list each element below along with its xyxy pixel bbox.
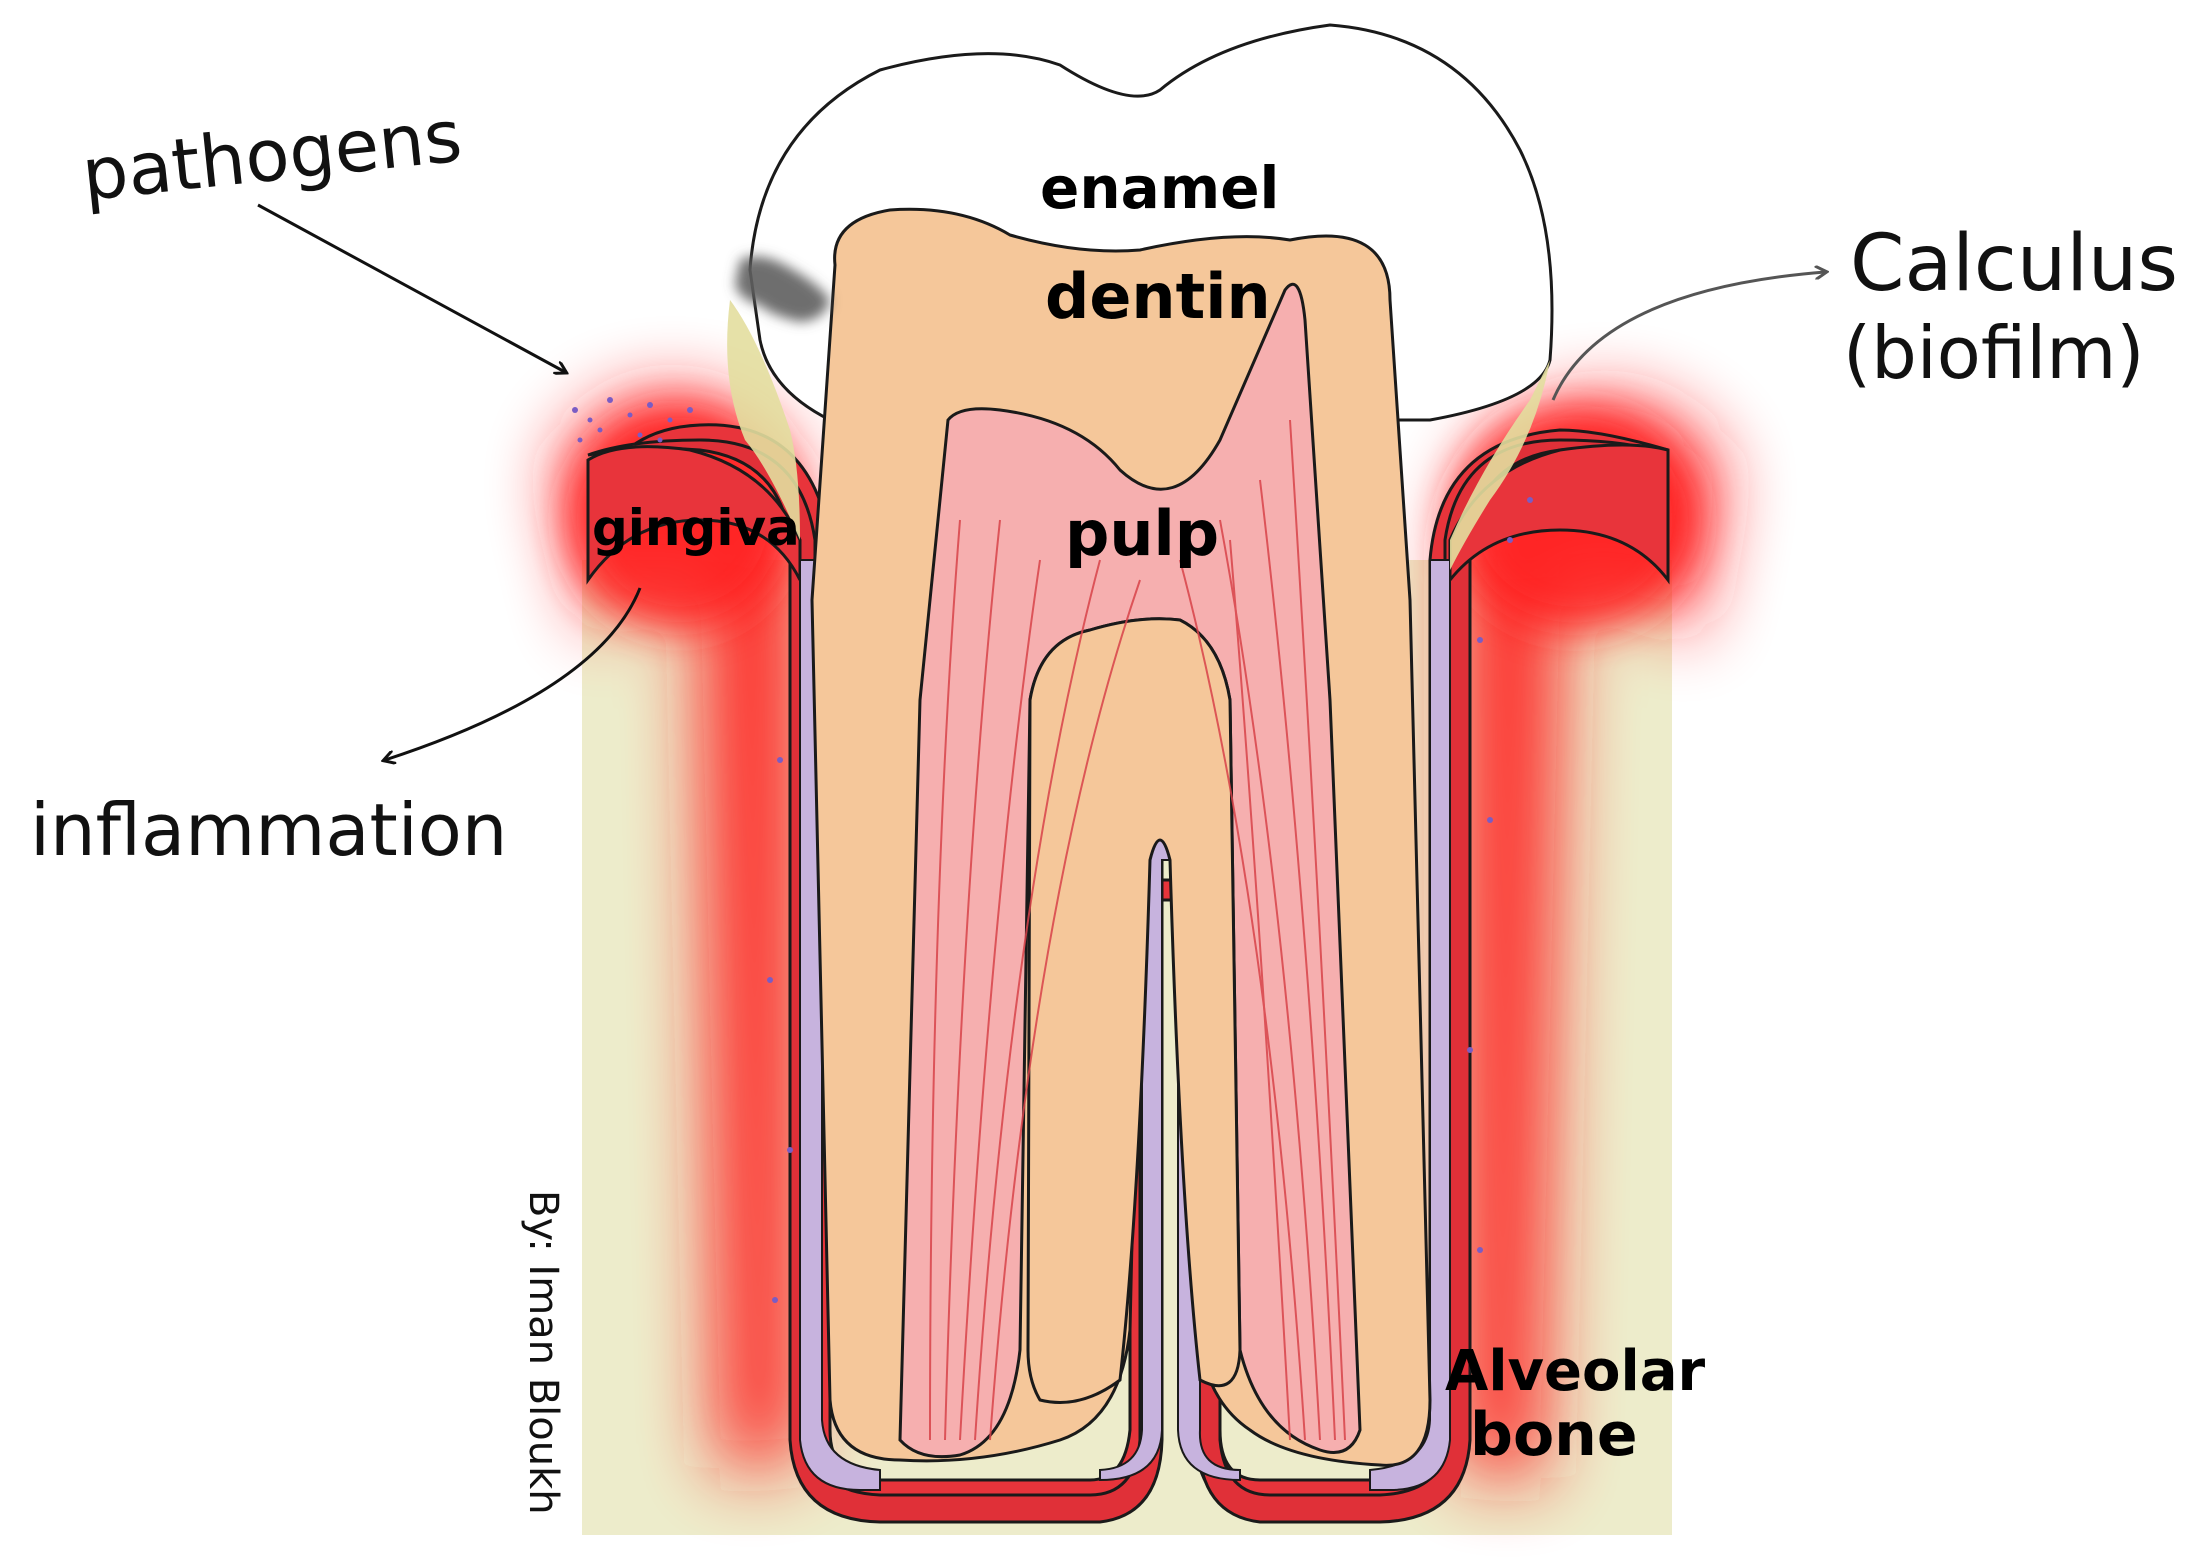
pathogens-label: pathogens [78,94,466,217]
calculus-label: Calculus [1850,219,2178,309]
pathogens-arrow [257,203,565,372]
bone-label: bone [1470,1400,1638,1470]
pulp-label: pulp [1065,497,1219,570]
dentin-label: dentin [1045,260,1271,333]
biofilm-left [727,300,800,540]
author-credit: By: Iman Bloukh [520,1190,566,1515]
dentin-inner [1026,617,1242,1404]
enamel-label: enamel [1040,154,1279,222]
gingiva-label: gingiva [592,499,800,557]
calculus-deposit [735,256,830,322]
inflammation-glow [560,396,1720,1480]
pulp [898,282,1362,1459]
periodontal-ligament [799,559,1451,1491]
inflammation-arrow [385,587,642,760]
inflammation-label: inflammation [30,788,507,872]
pulp-vessels [929,419,1346,1441]
biofilm-right [1450,360,1550,570]
alveolar-label: Alveolar [1445,1339,1705,1404]
pathogen-dots [572,397,1533,1303]
periodontal-ligament-inner [1099,797,1241,1482]
calculus-arrow [1551,272,1825,401]
biofilm-label: (biofilm) [1843,311,2144,395]
